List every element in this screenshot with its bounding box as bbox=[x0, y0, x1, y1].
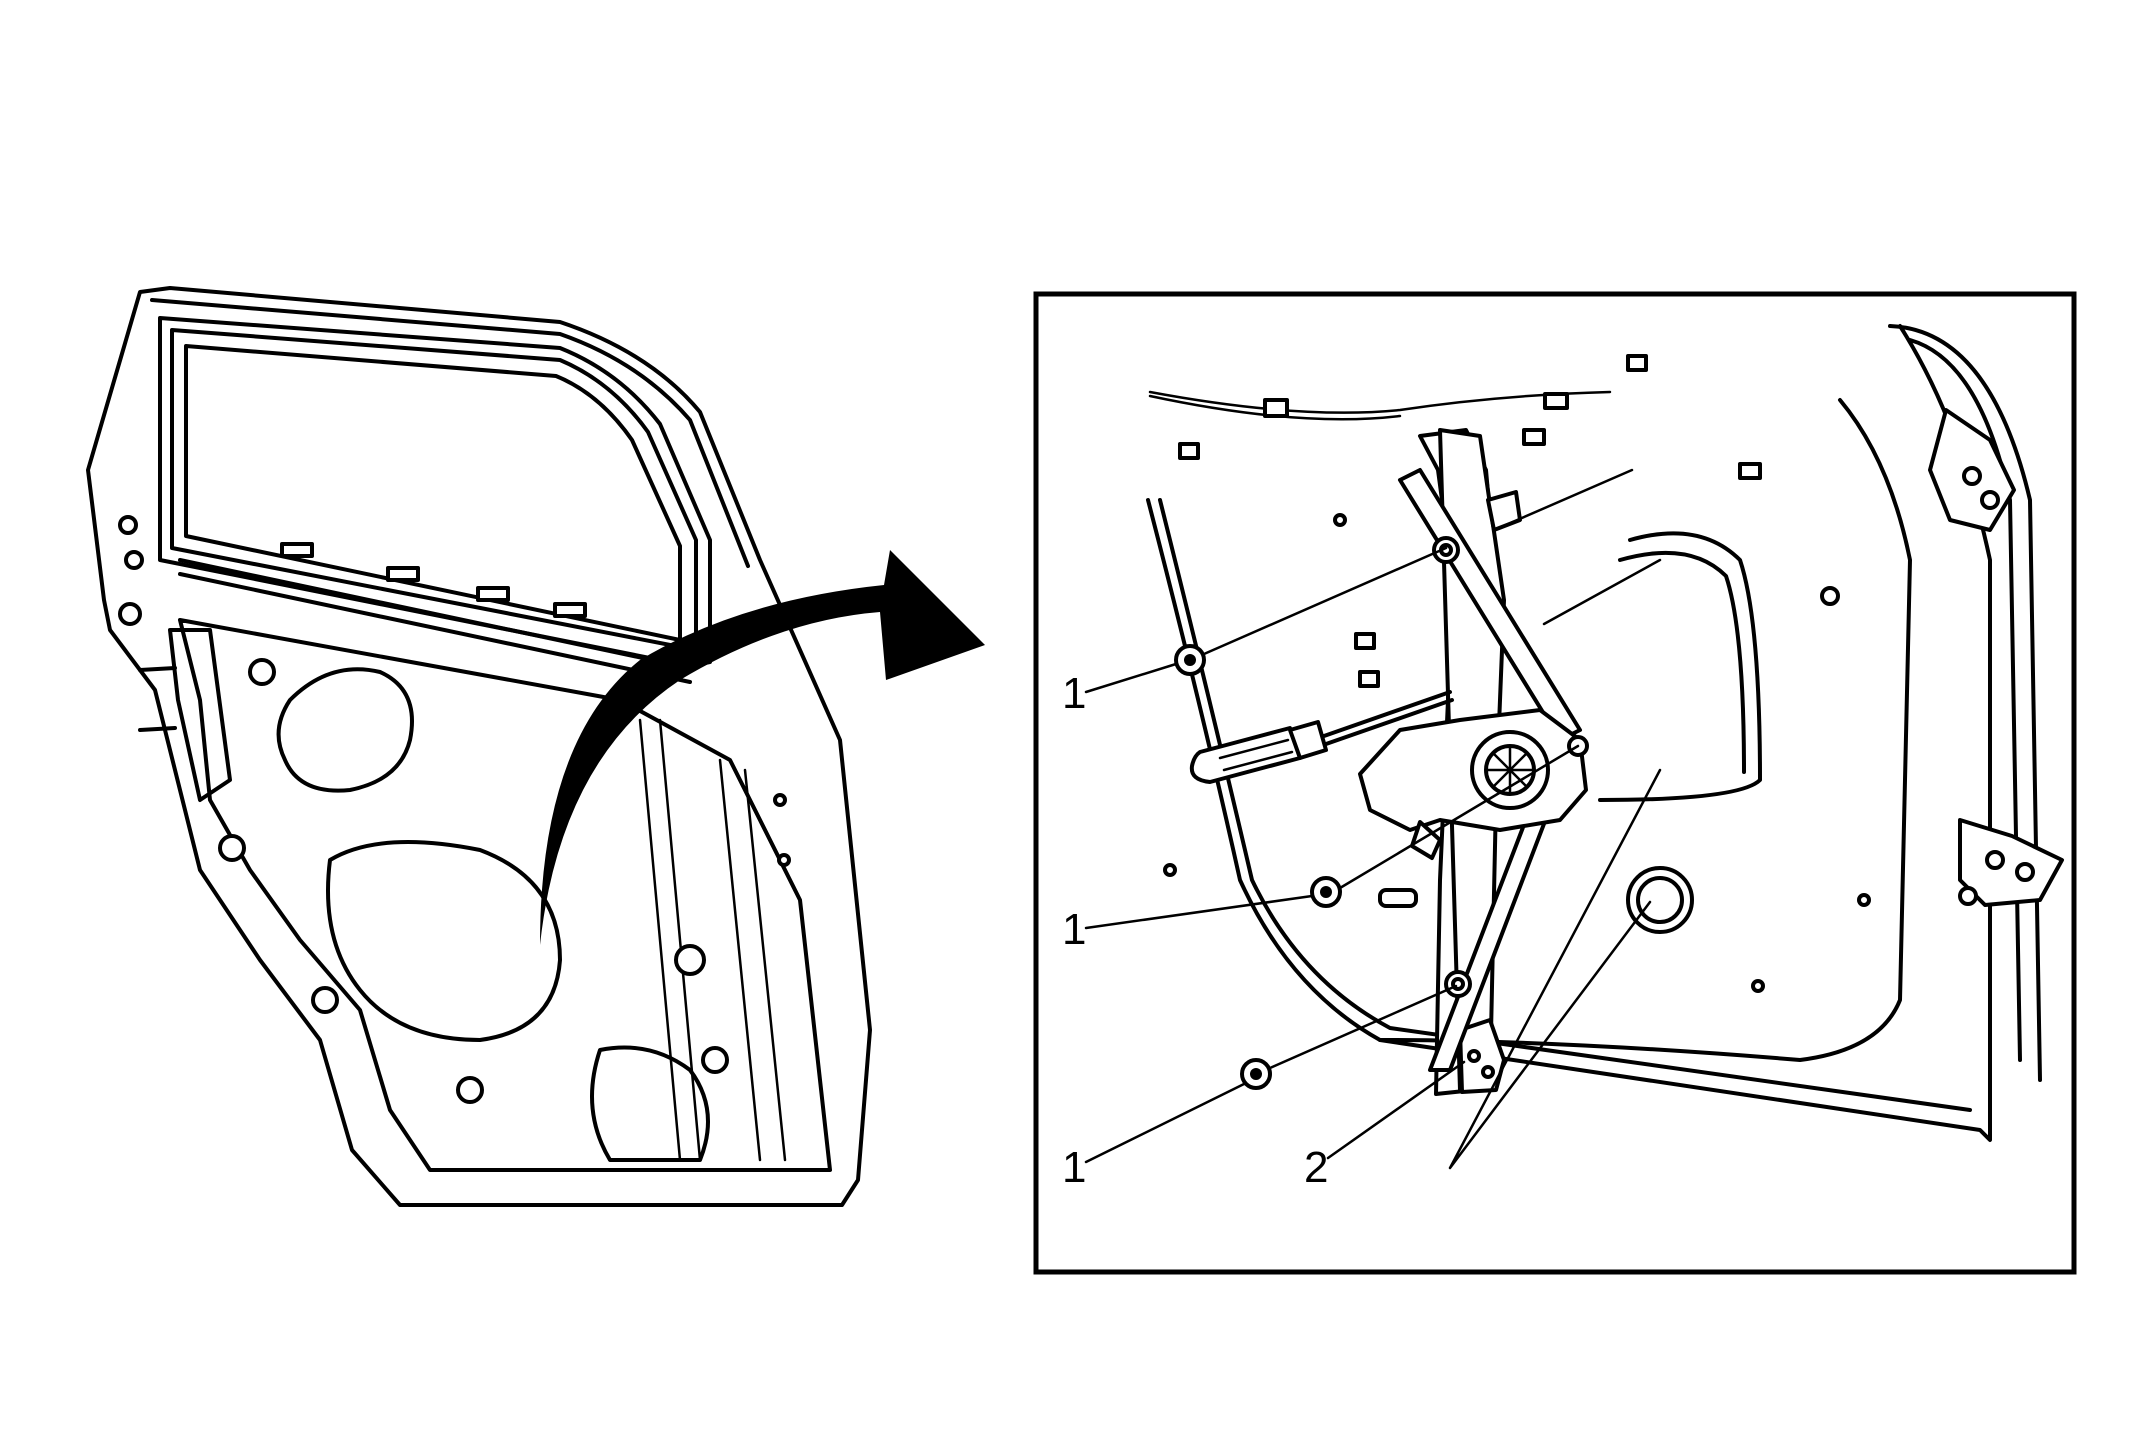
leader-middle bbox=[1084, 744, 1580, 930]
leader-regulator-fork bbox=[1448, 768, 1662, 1170]
door-inner-panel bbox=[178, 618, 832, 1172]
door-overview bbox=[86, 286, 872, 1207]
detail-inset bbox=[1033, 291, 2077, 1275]
leader-top bbox=[1084, 546, 1448, 694]
screwdriver-icon bbox=[1189, 690, 1454, 784]
callout-regulator: 2 bbox=[1304, 1143, 1328, 1192]
door-window-frame bbox=[158, 316, 712, 668]
callout-fastener-middle: 1 bbox=[1062, 905, 1086, 954]
leader-regulator bbox=[1326, 1060, 1466, 1160]
door-outer-outline bbox=[86, 286, 872, 1207]
nut-middle bbox=[1310, 876, 1342, 908]
nut-bottom bbox=[1240, 1058, 1272, 1090]
callout-fastener-top: 1 bbox=[1062, 669, 1086, 718]
callout-fastener-bottom: 1 bbox=[1062, 1143, 1086, 1192]
curved-arrow-icon bbox=[540, 550, 985, 945]
nut-top bbox=[1174, 644, 1206, 676]
lower-hinge bbox=[1958, 818, 2064, 907]
leader-bottom bbox=[1084, 984, 1458, 1164]
